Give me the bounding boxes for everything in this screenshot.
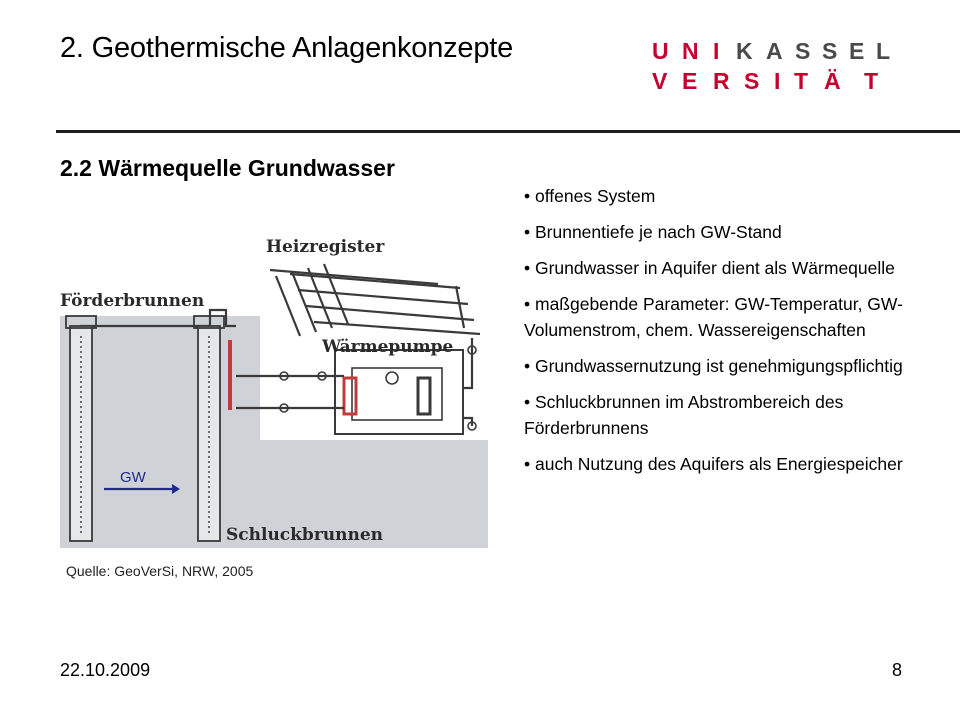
- logo-letter: I: [774, 68, 781, 94]
- house-area: [260, 228, 488, 440]
- logo-letter: T: [794, 68, 809, 94]
- bullet-item: • maßgebende Parameter: GW-Temperatur, G…: [524, 294, 903, 340]
- page-number: 8: [891, 660, 902, 680]
- valves: [279, 345, 477, 431]
- bullet-item: • Grundwassernutzung ist genehmigungspfl…: [524, 356, 903, 376]
- logo-letter: R: [713, 68, 730, 94]
- logo-row-1: U N I K A S S E L: [652, 38, 892, 66]
- bullet-item: • auch Nutzung des Aquifers als Energies…: [524, 454, 903, 474]
- bullet-item: • Schluckbrunnen im Abstrombereich des F…: [524, 392, 844, 438]
- groundwater-heat-pump-diagram: Heizregister Förderbrunnen Wärmepumpe Sc…: [60, 228, 488, 548]
- evaporator: [342, 376, 358, 416]
- university-logo: U N I K A S S E L V E R S I T Ä T: [652, 38, 892, 100]
- condenser: [416, 376, 432, 416]
- logo-letter: Ä: [824, 68, 841, 94]
- label-heizregister: Heizregister: [266, 237, 385, 257]
- logo-letter: U: [652, 38, 669, 64]
- logo-letter: A: [766, 38, 783, 64]
- section-heading: 2.2 Wärmequelle Grundwasser: [60, 155, 395, 181]
- logo-letter: I: [713, 38, 720, 64]
- logo-letter: V: [652, 68, 668, 94]
- logo-letter: K: [736, 38, 753, 64]
- bullet-list: • offenes System • Brunnentiefe je nach …: [524, 183, 924, 487]
- logo-letter: S: [822, 38, 838, 64]
- logo-letter: T: [864, 68, 879, 94]
- image-source: Quelle: GeoVerSi, NRW, 2005: [66, 563, 254, 579]
- extraction-well: [65, 315, 97, 542]
- logo-letter: N: [682, 38, 699, 64]
- footer-date: 22.10.2009: [60, 660, 151, 680]
- logo-row-2: V E R S I T Ä T: [652, 68, 892, 96]
- bullet-item: • offenes System: [524, 186, 656, 206]
- compressor-icon: [385, 371, 399, 385]
- logo-letter: L: [876, 38, 891, 64]
- injection-well: [193, 315, 225, 542]
- logo-letter: E: [682, 68, 698, 94]
- heating-register: [269, 263, 481, 337]
- heat-pump-box: [334, 349, 464, 435]
- label-waermepumpe: Wärmepumpe: [321, 337, 454, 357]
- label-gw: GW: [120, 469, 147, 486]
- logo-letter: E: [849, 38, 865, 64]
- logo-letter: S: [744, 68, 760, 94]
- arrow-head-icon: [172, 484, 180, 494]
- sky-area: [60, 228, 260, 316]
- slide-title: 2. Geothermische Anlagenkonzepte: [60, 32, 514, 64]
- heat-pump-circuit: [351, 367, 443, 421]
- bullet-item: • Grundwasser in Aquifer dient als Wärme…: [524, 258, 895, 278]
- bullet-item: • Brunnentiefe je nach GW-Stand: [524, 222, 782, 242]
- label-foerderbrunnen: Förderbrunnen: [60, 291, 204, 311]
- header-divider: [56, 130, 960, 133]
- logo-letter: S: [795, 38, 811, 64]
- label-schluckbrunnen: Schluckbrunnen: [226, 525, 383, 545]
